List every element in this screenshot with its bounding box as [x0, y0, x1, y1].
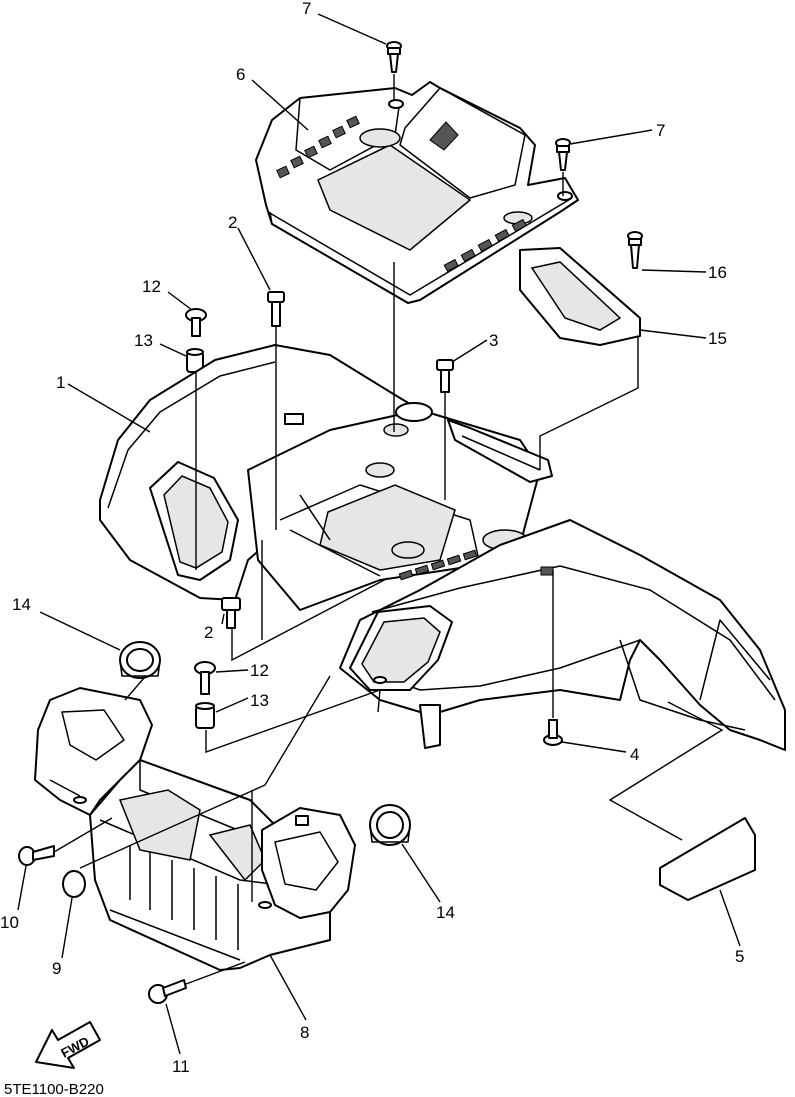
bolt-11 — [148, 979, 187, 1004]
bolt-12-upper — [185, 308, 207, 337]
callout-4: 4 — [630, 745, 639, 764]
callout-5: 5 — [735, 947, 744, 966]
callout-13-lower: 13 — [250, 691, 269, 710]
callout-9: 9 — [52, 959, 61, 978]
callout-14-right: 14 — [436, 903, 455, 922]
rear-fender-vents — [398, 549, 478, 581]
bolt-2-upper — [267, 291, 285, 327]
cap-9 — [62, 870, 86, 898]
callout-3: 3 — [489, 331, 498, 350]
grommet-14-right — [369, 804, 411, 846]
diagram-code: 5TE1100-B220 — [4, 1081, 104, 1097]
grommet-14-left — [119, 641, 161, 679]
callout-12-upper: 12 — [142, 277, 161, 296]
top-cover-vents-right — [443, 218, 527, 273]
top-cover-part — [255, 81, 579, 304]
callout-15: 15 — [708, 329, 727, 348]
callout-2-lower: 2 — [204, 623, 213, 642]
callout-12-lower: 12 — [250, 661, 269, 680]
screw-16 — [627, 231, 643, 269]
screw-7-top — [386, 41, 402, 73]
bolt-12-lower — [194, 661, 216, 695]
callout-14-left: 14 — [12, 595, 31, 614]
callout-7-right: 7 — [656, 121, 665, 140]
front-fender-part — [34, 687, 356, 971]
fwd-arrow-icon: FWD — [35, 1021, 101, 1069]
callout-11: 11 — [172, 1057, 190, 1076]
callout-13-upper: 13 — [134, 331, 153, 350]
label-5 — [659, 817, 756, 901]
rear-fender-part — [99, 344, 786, 751]
bolt-4 — [543, 719, 563, 746]
screw-10 — [18, 845, 55, 866]
leader-lines — [17, 13, 741, 1055]
handle-part — [519, 247, 641, 346]
collar-13-lower — [195, 702, 215, 729]
callout-6: 6 — [236, 65, 245, 84]
front-fender-slots — [129, 846, 239, 950]
screw-7-right — [555, 138, 571, 171]
callout-16: 16 — [708, 263, 727, 282]
callout-10: 10 — [0, 913, 19, 932]
callout-2-upper: 2 — [228, 213, 237, 232]
callout-1: 1 — [56, 373, 65, 392]
callout-8: 8 — [300, 1023, 309, 1042]
callout-7-top: 7 — [302, 0, 311, 18]
bolt-3 — [436, 359, 454, 393]
bolt-2-lower — [221, 597, 241, 629]
top-cover-vents-left — [276, 115, 360, 179]
callout-labels: 7 6 7 2 12 16 13 3 15 1 14 2 12 13 4 10 … — [0, 0, 744, 1076]
